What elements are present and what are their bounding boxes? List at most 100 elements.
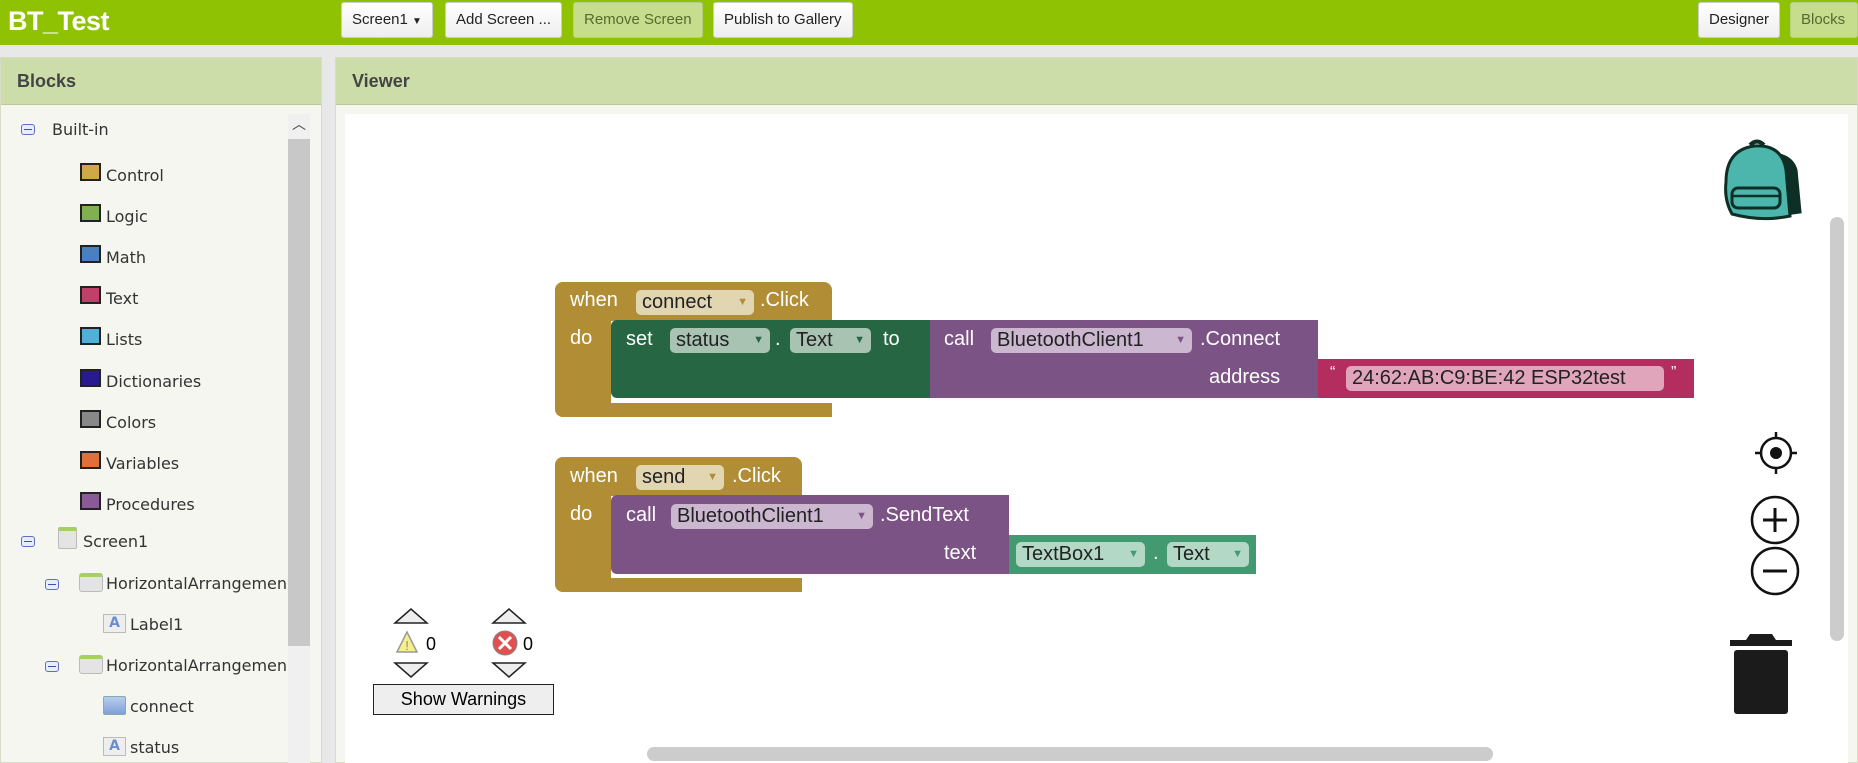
category-swatch-icon bbox=[80, 204, 101, 223]
warning-navigation-arrows[interactable]: ! bbox=[393, 607, 553, 682]
call-keyword: call bbox=[944, 328, 975, 350]
remove-screen-button[interactable]: Remove Screen bbox=[573, 2, 703, 38]
tree-scrollbar-thumb[interactable] bbox=[288, 139, 310, 646]
screen-icon bbox=[58, 527, 77, 549]
tree-item-screen1[interactable]: Screen1 bbox=[83, 532, 149, 551]
set-keyword: set bbox=[626, 328, 653, 350]
dropdown-arrow-icon: ▼ bbox=[1232, 548, 1243, 560]
trash-icon[interactable] bbox=[1728, 632, 1794, 716]
collapse-icon[interactable] bbox=[21, 124, 35, 135]
do-keyword: do bbox=[570, 327, 593, 349]
next-error-arrow-icon bbox=[491, 662, 527, 678]
tree-item-category[interactable]: Procedures bbox=[106, 494, 195, 514]
component-name: send bbox=[642, 466, 686, 488]
tree-item-built-in[interactable]: Built-in bbox=[52, 120, 109, 139]
component-name: connect bbox=[642, 291, 713, 313]
blocks-button[interactable]: Blocks bbox=[1790, 2, 1858, 38]
dropdown-arrow-icon: ▼ bbox=[854, 334, 865, 346]
method-name: .SendText bbox=[880, 504, 969, 526]
property-name: Text bbox=[1173, 543, 1210, 565]
category-swatch-icon bbox=[80, 327, 101, 346]
previous-error-arrow-icon bbox=[491, 608, 527, 624]
collapse-icon[interactable] bbox=[45, 579, 59, 590]
close-quote: ” bbox=[1671, 364, 1677, 381]
to-keyword: to bbox=[883, 328, 900, 350]
tree-item-category[interactable]: Logic bbox=[106, 207, 148, 227]
dropdown-arrow-icon: ▼ bbox=[856, 510, 867, 522]
dropdown-arrow-icon: ▼ bbox=[753, 334, 764, 346]
chevron-up-icon[interactable]: ︿ bbox=[292, 116, 306, 132]
category-swatch-icon bbox=[80, 368, 101, 387]
category-swatch-icon bbox=[80, 450, 101, 469]
property-dropdown[interactable]: Text ▼ bbox=[1167, 542, 1249, 567]
label-icon: A bbox=[103, 614, 126, 634]
backpack-icon[interactable] bbox=[1712, 130, 1812, 230]
horizontal-scrollbar[interactable] bbox=[647, 747, 1493, 761]
do-keyword: do bbox=[570, 503, 593, 525]
previous-warning-arrow-icon bbox=[393, 608, 429, 624]
component-name: BluetoothClient1 bbox=[997, 329, 1144, 351]
category-swatch-icon bbox=[80, 491, 101, 510]
tree-scrollbar[interactable]: ︿ bbox=[288, 114, 310, 763]
tree-item-category[interactable]: Control bbox=[106, 166, 164, 185]
property-dropdown[interactable]: Text▼ bbox=[790, 328, 871, 353]
tree-item-category[interactable]: Text bbox=[106, 289, 139, 309]
svg-text:!: ! bbox=[405, 638, 409, 653]
component-dropdown[interactable]: TextBox1 ▼ bbox=[1016, 542, 1145, 567]
category-swatch-icon bbox=[80, 409, 101, 428]
event-name: .Click bbox=[732, 465, 781, 487]
zoom-out-icon[interactable] bbox=[1749, 545, 1801, 597]
component-name: TextBox1 bbox=[1022, 543, 1105, 565]
string-value-field[interactable]: 24:62:AB:C9:BE:42 ESP32test bbox=[1346, 366, 1664, 391]
tree-item-category[interactable]: Lists bbox=[106, 330, 143, 350]
tree-item-component[interactable]: connect bbox=[130, 697, 194, 717]
category-swatch-icon bbox=[80, 245, 101, 264]
argument-label: text bbox=[944, 542, 977, 564]
collapse-icon[interactable] bbox=[21, 536, 35, 547]
label-icon: A bbox=[103, 737, 126, 757]
dropdown-arrow-icon: ▼ bbox=[1175, 334, 1186, 346]
add-screen-button[interactable]: Add Screen ... bbox=[445, 2, 563, 38]
screen-select[interactable]: Screen1 ▼ bbox=[341, 2, 433, 38]
blocks-panel-title: Blocks bbox=[1, 58, 321, 105]
dot-separator: . bbox=[1153, 542, 1159, 564]
method-name: .Connect bbox=[1200, 328, 1281, 350]
component-dropdown[interactable]: BluetoothClient1 ▼ bbox=[991, 328, 1192, 353]
component-name: BluetoothClient1 bbox=[677, 505, 824, 527]
component-dropdown[interactable]: BluetoothClient1 ▼ bbox=[671, 504, 873, 529]
recenter-target-icon[interactable] bbox=[1751, 428, 1801, 478]
tree-item-category[interactable]: Dictionaries bbox=[106, 371, 202, 391]
warning-icon bbox=[395, 630, 419, 653]
tree-item-component[interactable]: status bbox=[130, 738, 180, 758]
tree-item-category[interactable]: Variables bbox=[106, 453, 180, 473]
tree-item-component[interactable]: HorizontalArrangemen bbox=[106, 574, 286, 593]
component-name: status bbox=[676, 329, 730, 351]
vertical-scrollbar[interactable] bbox=[1830, 217, 1844, 641]
designer-button[interactable]: Designer bbox=[1698, 2, 1781, 38]
open-quote: “ bbox=[1330, 364, 1336, 381]
tree-item-category[interactable]: Colors bbox=[106, 412, 157, 432]
zoom-in-icon[interactable] bbox=[1749, 494, 1801, 546]
dropdown-arrow-icon: ▼ bbox=[737, 296, 748, 308]
button-icon bbox=[103, 696, 126, 716]
collapse-icon[interactable] bbox=[45, 661, 59, 673]
dropdown-arrow-icon: ▼ bbox=[1128, 548, 1139, 560]
tree-item-component[interactable]: HorizontalArrangemen bbox=[106, 656, 286, 676]
blocks-workspace[interactable] bbox=[345, 114, 1848, 763]
component-dropdown[interactable]: connect ▼ bbox=[636, 290, 754, 315]
dropdown-arrow-icon: ▼ bbox=[707, 471, 718, 483]
call-keyword: call bbox=[626, 504, 657, 526]
tree-item-component[interactable]: Label1 bbox=[130, 615, 184, 635]
when-keyword: when bbox=[570, 289, 618, 311]
argument-label: address bbox=[1209, 366, 1281, 388]
component-dropdown[interactable]: send ▼ bbox=[636, 465, 724, 490]
show-warnings-button[interactable]: Show Warnings bbox=[373, 684, 554, 715]
publish-to-gallery-button[interactable]: Publish to Gallery bbox=[713, 2, 853, 38]
horizontal-arrangement-icon bbox=[79, 573, 103, 592]
category-swatch-icon bbox=[80, 286, 101, 305]
top-bar: BT_Test Screen1 ▼ Add Screen ... Remove … bbox=[0, 0, 1858, 45]
tree-item-category[interactable]: Math bbox=[106, 248, 147, 268]
error-count: 0 bbox=[523, 634, 534, 654]
component-dropdown[interactable]: status ▼ bbox=[670, 328, 770, 353]
next-warning-arrow-icon bbox=[393, 662, 429, 678]
